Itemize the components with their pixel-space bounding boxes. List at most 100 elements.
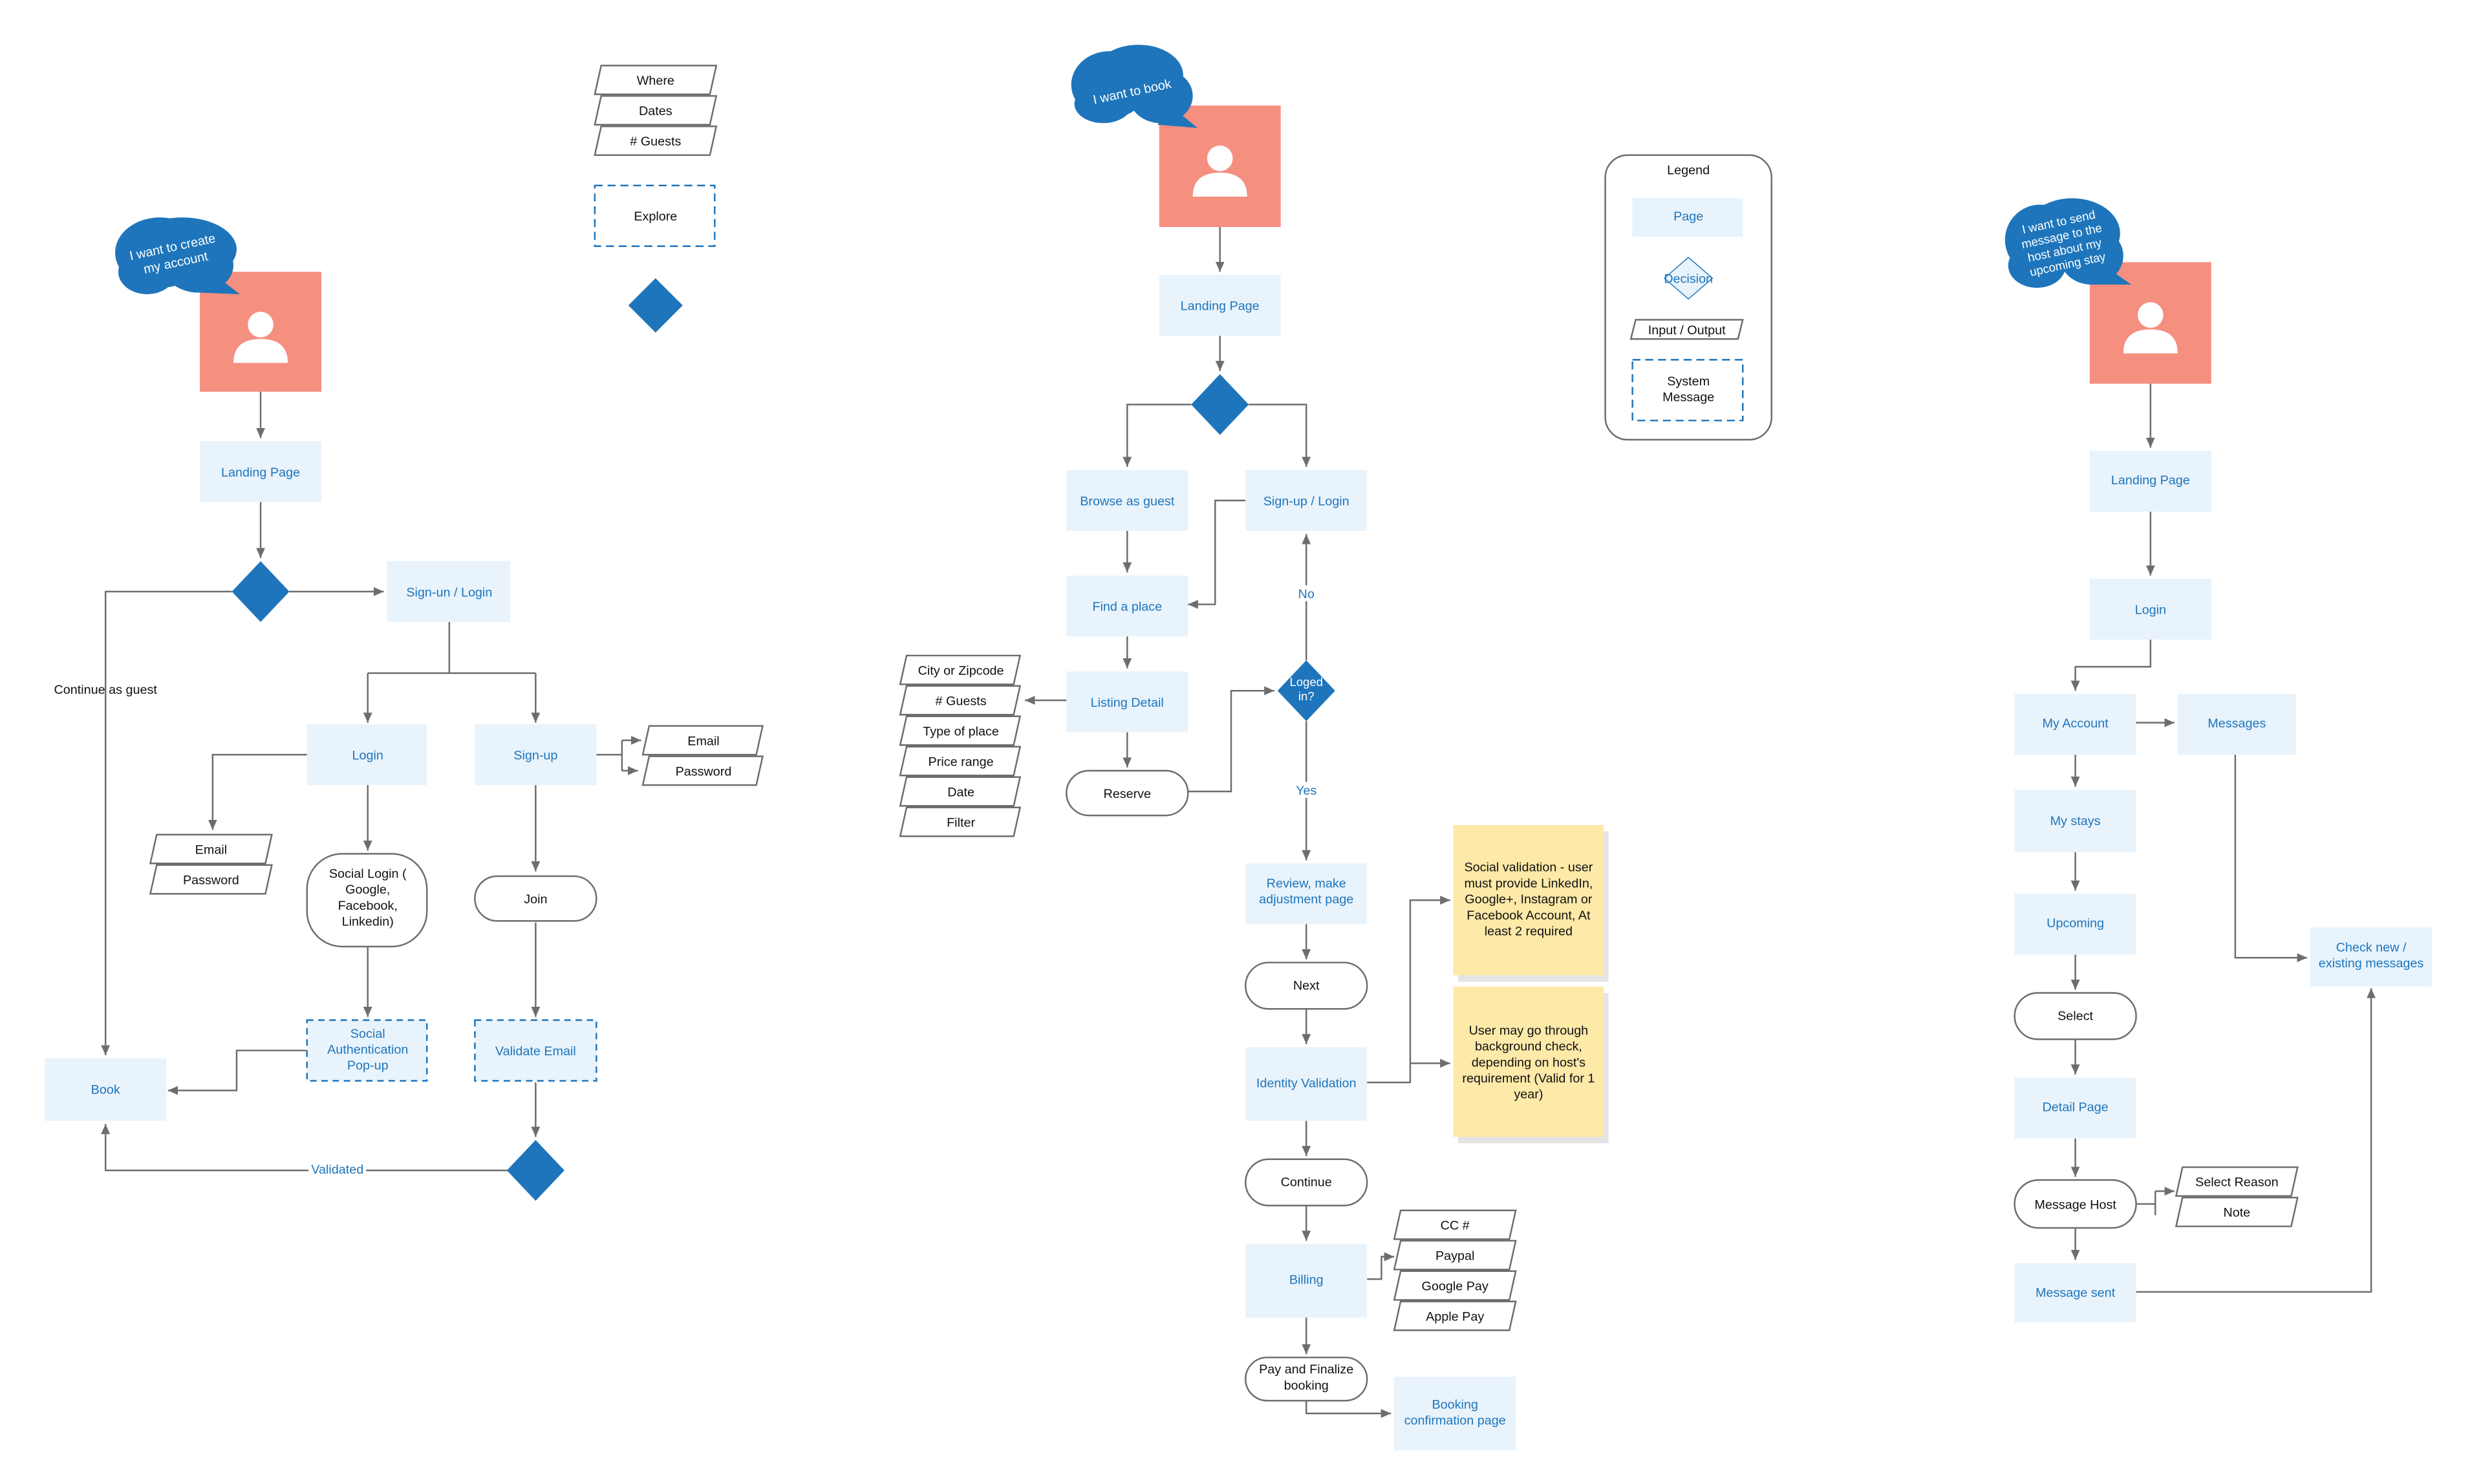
find-place bbox=[1066, 575, 1188, 637]
signup-page bbox=[475, 724, 597, 786]
listing-detail bbox=[1066, 671, 1188, 733]
social-login-line3: Facebook, bbox=[338, 899, 398, 913]
messages-page bbox=[2177, 694, 2296, 755]
check-messages-line2: existing messages bbox=[2319, 956, 2424, 971]
detail-page bbox=[2014, 1077, 2136, 1139]
select-label: Select bbox=[2058, 1009, 2093, 1024]
message-sent-label: Message sent bbox=[2036, 1285, 2116, 1300]
flow-message-host: I want to send message to the host about… bbox=[2005, 198, 2432, 1322]
dates-input: Dates bbox=[639, 104, 672, 118]
social-auth-line3: Pop-up bbox=[347, 1059, 389, 1073]
reserve-label: Reserve bbox=[1103, 787, 1151, 801]
pay-apple: Apple Pay bbox=[1426, 1309, 1484, 1324]
note2-line3: depending on host's bbox=[1472, 1055, 1585, 1070]
note1-line1: Social validation - user bbox=[1464, 861, 1593, 875]
filter-price: Price range bbox=[929, 755, 994, 769]
upcoming-page bbox=[2014, 894, 2136, 955]
social-login bbox=[306, 853, 428, 948]
legend: Legend Page Decision Input / Output Syst… bbox=[1604, 154, 1772, 441]
my-account bbox=[2014, 694, 2136, 755]
note2-line1: User may go through bbox=[1469, 1024, 1589, 1038]
identity-label: Identity Validation bbox=[1256, 1076, 1357, 1090]
identity-validation bbox=[1245, 1047, 1368, 1121]
speech-bubble-account: I want to create my account bbox=[115, 217, 240, 294]
filter-filter: Filter bbox=[947, 815, 975, 830]
filter-inputs: City or Zipcode # Guests Type of place P… bbox=[899, 654, 1022, 837]
note-input: Note bbox=[2223, 1206, 2250, 1220]
landing-page-b bbox=[1159, 275, 1281, 336]
validate-email-label: Validate Email bbox=[495, 1044, 576, 1059]
message-host-action bbox=[2014, 1179, 2137, 1229]
note2-line5: year) bbox=[1514, 1088, 1543, 1102]
booking-confirmation bbox=[1394, 1376, 1516, 1450]
find-place-label: Find a place bbox=[1092, 600, 1162, 614]
pay-line2: booking bbox=[1284, 1379, 1329, 1393]
book-page bbox=[45, 1058, 167, 1121]
continue-guest-label: Continue as guest bbox=[54, 683, 158, 697]
landing-page-c bbox=[2089, 451, 2211, 512]
note2-line2: background check, bbox=[1475, 1040, 1582, 1054]
decision-b1 bbox=[1191, 374, 1249, 435]
reserve-action bbox=[1066, 769, 1189, 817]
explore-decision bbox=[628, 278, 683, 333]
my-stays bbox=[2014, 790, 2136, 852]
next-label: Next bbox=[1293, 979, 1320, 993]
legend-page: Page bbox=[1673, 210, 1703, 224]
login-page-c bbox=[2089, 579, 2211, 640]
social-auth-popup bbox=[306, 1019, 428, 1082]
review-line1: Review, make bbox=[1267, 876, 1346, 890]
note1-line2: must provide LinkedIn, bbox=[1464, 876, 1593, 890]
my-account-label: My Account bbox=[2042, 716, 2109, 731]
signup-login-b bbox=[1245, 469, 1368, 531]
explore-inputs: Where Dates # Guests Explore bbox=[594, 65, 718, 333]
filter-type: Type of place bbox=[923, 724, 999, 738]
legend-system-line1: System bbox=[1667, 374, 1710, 389]
landing-page-c-label: Landing Page bbox=[2111, 473, 2190, 488]
decision-a1 bbox=[231, 561, 290, 622]
pay-google: Google Pay bbox=[1422, 1279, 1489, 1293]
browse-guest bbox=[1066, 469, 1188, 531]
listing-detail-label: Listing Detail bbox=[1091, 696, 1164, 710]
billing-page bbox=[1245, 1243, 1368, 1318]
pay-line1: Pay and Finalize bbox=[1259, 1362, 1353, 1377]
login-page-a-label: Login bbox=[352, 749, 383, 763]
logged-in-line1: Loged bbox=[1289, 675, 1323, 689]
note2-line4: requirement (Valid for 1 bbox=[1462, 1071, 1595, 1086]
billing-label: Billing bbox=[1289, 1273, 1324, 1287]
message-host-label: Message Host bbox=[2034, 1198, 2116, 1212]
no-label: No bbox=[1298, 587, 1315, 601]
pay-cc: CC # bbox=[1441, 1219, 1470, 1233]
yes-label: Yes bbox=[1296, 784, 1317, 798]
login-password-input: Password bbox=[183, 873, 239, 887]
guests-input: # Guests bbox=[630, 134, 681, 149]
continue-action bbox=[1244, 1158, 1368, 1207]
pay-paypal: Paypal bbox=[1435, 1249, 1474, 1263]
note1-line4: Facebook Account, At bbox=[1467, 909, 1591, 923]
landing-page-a-label: Landing Page bbox=[221, 466, 300, 480]
check-messages-line1: Check new / bbox=[2336, 940, 2407, 954]
legend-title: Legend bbox=[1667, 164, 1710, 178]
select-reason-input: Select Reason bbox=[2195, 1176, 2279, 1190]
review-page bbox=[1245, 863, 1368, 925]
login-page-c-label: Login bbox=[2135, 603, 2166, 618]
login-email-input: Email bbox=[195, 843, 227, 857]
pay-finalize-action bbox=[1244, 1357, 1368, 1402]
message-sent bbox=[2014, 1263, 2136, 1322]
select-action bbox=[2014, 992, 2137, 1040]
book-label: Book bbox=[91, 1082, 120, 1097]
signup-page-label: Sign-up bbox=[513, 749, 557, 763]
join-action bbox=[474, 875, 597, 922]
signup-email-input: Email bbox=[687, 734, 719, 748]
social-login-line1: Social Login ( bbox=[329, 867, 407, 881]
landing-page-b-label: Landing Page bbox=[1181, 299, 1260, 314]
note-social-validation: Social validation - user must provide Li… bbox=[1453, 824, 1609, 982]
note-background-check: User may go through background check, de… bbox=[1453, 986, 1609, 1143]
filter-guests: # Guests bbox=[936, 694, 987, 708]
upcoming-label: Upcoming bbox=[2047, 916, 2104, 930]
social-login-line4: Linkedin) bbox=[342, 915, 394, 929]
join-label: Join bbox=[524, 892, 547, 907]
signup-password-input: Password bbox=[676, 764, 732, 779]
my-stays-label: My stays bbox=[2050, 814, 2101, 828]
note1-line3: Google+, Instagram or bbox=[1465, 892, 1593, 907]
